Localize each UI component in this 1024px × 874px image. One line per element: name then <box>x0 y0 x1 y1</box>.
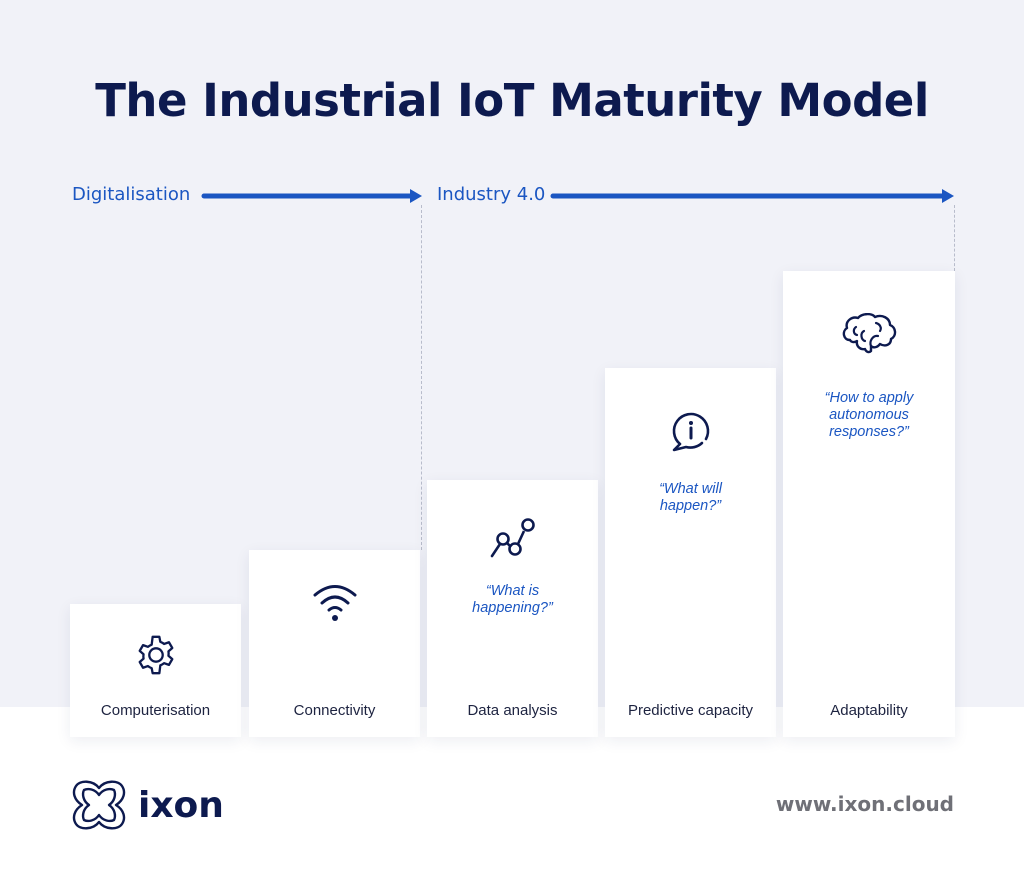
gear-icon <box>138 635 173 675</box>
phase-divider <box>421 205 422 550</box>
stage-label: Connectivity <box>293 702 376 719</box>
stage-quote: “What is happening?” <box>472 583 553 616</box>
phase-label-industry-4: Industry 4.0 <box>437 184 546 205</box>
stage-quote: “What will happen?” <box>659 481 722 514</box>
arrow-right-icon <box>201 189 422 203</box>
ixon-logo: ixon <box>72 778 224 832</box>
logo-text: ixon <box>138 784 224 826</box>
line-chart-icon <box>490 518 535 558</box>
arrow-right-icon <box>550 189 954 203</box>
ixon-logo-mark-icon <box>72 780 126 830</box>
stage-card-predictive-capacity: “What will happen?” Predictive capacity <box>605 368 776 737</box>
page-title: The Industrial IoT Maturity Model <box>95 74 929 127</box>
stage-card-data-analysis: “What is happening?” Data analysis <box>427 480 598 737</box>
stage-label: Data analysis <box>467 702 558 719</box>
wifi-icon <box>313 585 356 621</box>
stage-label: Predictive capacity <box>627 702 754 719</box>
brain-icon <box>842 313 897 354</box>
stage-card-adaptability: “How to apply autonomous responses?” Ada… <box>783 271 955 737</box>
stage-card-computerisation: Computerisation <box>70 604 241 737</box>
phase-divider <box>954 205 955 271</box>
website-url[interactable]: www.ixon.cloud <box>775 792 954 816</box>
phase-label-digitalisation: Digitalisation <box>72 184 191 205</box>
info-speech-bubble-icon <box>672 412 709 452</box>
stage-quote: “How to apply autonomous responses?” <box>824 390 914 440</box>
stage-label: Computerisation <box>100 702 211 719</box>
stage-card-connectivity: Connectivity <box>249 550 420 737</box>
stage-label: Adaptability <box>830 702 908 719</box>
